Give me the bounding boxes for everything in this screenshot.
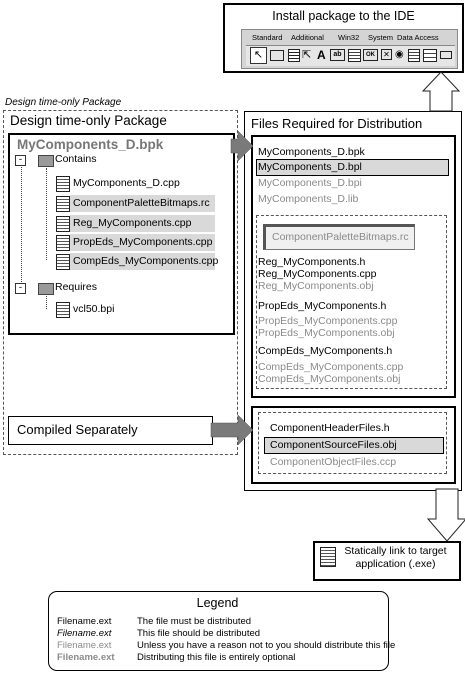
dist-file-optional[interactable]: CompEds_MyComponents.cpp <box>258 361 404 373</box>
dist-file-must[interactable]: MyComponents_D.bpk <box>258 146 365 158</box>
combobox-tool-icon[interactable] <box>423 49 437 62</box>
dist-file-must[interactable]: ComponentSourceFiles.obj <box>270 439 397 451</box>
dist-file-optional[interactable]: Reg_MyComponents.obj <box>258 280 374 292</box>
legend-desc-should: This file should be distributed <box>137 628 261 639</box>
scrollbar-tool-icon[interactable] <box>440 51 452 59</box>
popup-menu-tool-icon[interactable]: ⇱ <box>302 49 312 61</box>
package-tree-box <box>8 133 235 335</box>
file-icon <box>56 216 70 232</box>
legend-desc-optional: Distributing this file is entirely optio… <box>137 652 296 663</box>
static-link-box <box>313 541 461 581</box>
palette-tab-additional[interactable]: Additional <box>291 33 324 42</box>
package-name: MyComponents_D.bpk <box>17 137 164 152</box>
component-palette: Standard Additional Win32 System Data Ac… <box>241 29 458 69</box>
pointer-tool-icon[interactable]: ↖ <box>250 47 267 64</box>
edit-tool-icon[interactable]: ab <box>330 49 345 61</box>
listbox-tool-icon[interactable] <box>408 49 420 62</box>
palette-tab-win32[interactable]: Win32 <box>338 33 360 42</box>
file-icon <box>56 302 70 318</box>
design-package-title: Design time-only Package <box>10 113 167 128</box>
folder-icon <box>38 283 54 295</box>
file-icon <box>56 235 70 251</box>
static-link-line1: Statically link to target <box>344 545 447 557</box>
dist-file-highlight <box>256 159 449 176</box>
button-tool-icon[interactable]: OK <box>363 49 378 61</box>
arrow-distribution-to-exe <box>426 488 465 542</box>
dist-file-highlight <box>264 437 444 454</box>
legend-title: Legend <box>196 596 239 610</box>
package-file-item[interactable]: MyComponents_D.cpp <box>73 177 180 189</box>
ide-install-title: Install package to the IDE <box>272 9 415 23</box>
contains-label: Contains <box>55 153 97 165</box>
dist-file-optional[interactable]: ComponentObjectFiles.ccp <box>270 456 397 468</box>
dist-file-must[interactable]: MyComponents_D.bpl <box>258 161 362 173</box>
radio-tool-icon[interactable]: ◉ <box>395 49 404 60</box>
file-icon <box>56 196 70 212</box>
compiled-separately-label: Compiled Separately <box>17 422 138 437</box>
tree-line <box>46 168 47 260</box>
dist-file-optional[interactable]: CompEds_MyComponents.obj <box>258 373 401 385</box>
dist-source-group <box>256 215 447 389</box>
frame-tool-icon[interactable] <box>270 50 284 61</box>
checkbox-tool-icon[interactable]: ✕ <box>381 49 392 60</box>
legend-name-should: Filename.ext <box>57 628 112 639</box>
label-tool-icon[interactable]: A <box>317 48 326 62</box>
requires-label: Requires <box>55 281 98 293</box>
package-file-item[interactable]: Reg_MyComponents.cpp <box>70 215 215 232</box>
design-package-outer <box>3 110 238 455</box>
design-package-caption: Design time-only Package <box>5 97 122 108</box>
legend-desc-unless: Unless you have a reason not to you shou… <box>137 640 396 651</box>
collapse-requires-button[interactable]: - <box>15 283 26 294</box>
legend-box <box>48 591 389 671</box>
legend-desc-must: The file must be distributed <box>137 616 252 627</box>
arrow-distribution-to-ide <box>421 71 461 112</box>
arrow-package-to-distribution <box>230 130 254 162</box>
collapse-contains-button[interactable]: - <box>15 155 26 166</box>
dist-file-must[interactable]: PropEds_MyComponents.h <box>258 300 387 312</box>
tree-line <box>21 162 22 290</box>
legend-name-unless: Filename.ext <box>57 640 112 651</box>
file-icon <box>56 176 70 192</box>
exe-file-icon <box>320 547 336 567</box>
package-file-item[interactable]: PropEds_MyComponents.cpp <box>70 234 215 251</box>
dist-file-must[interactable]: ComponentHeaderFiles.h <box>270 422 390 434</box>
static-link-line2: application (.exe) <box>355 558 436 570</box>
palette-tab-system[interactable]: System <box>368 33 394 42</box>
dist-file-optional[interactable]: PropEds_MyComponents.obj <box>258 327 395 339</box>
dist-file-optional[interactable]: PropEds_MyComponents.cpp <box>258 315 398 327</box>
package-file-item[interactable]: ComponentPaletteBitmaps.rc <box>70 195 215 212</box>
dist-compiled-inner <box>258 412 447 474</box>
palette-tab-standard[interactable]: Standard <box>252 33 283 42</box>
dist-file-must[interactable]: Reg_MyComponents.h <box>258 256 366 268</box>
legend-name-optional: Filename.ext <box>57 652 115 663</box>
dist-file-must[interactable]: Reg_MyComponents.cpp <box>258 268 377 280</box>
distribution-outer-box <box>244 111 462 491</box>
legend-name-must: Filename.ext <box>57 616 112 627</box>
ide-install-box: Install package to the IDE Standard Addi… <box>223 3 464 73</box>
dist-rc-box <box>263 224 415 250</box>
package-file-item[interactable]: CompEds_MyComponents.cpp <box>70 253 218 270</box>
memo-tool-icon[interactable] <box>348 49 361 62</box>
arrow-compiled-to-distribution <box>210 414 254 446</box>
dist-file-optional[interactable]: ComponentPaletteBitmaps.rc <box>272 231 409 243</box>
palette-tab-data-access[interactable]: Data Access <box>397 33 439 42</box>
distribution-main-box <box>251 135 456 398</box>
dist-compiled-box <box>251 406 456 484</box>
folder-icon <box>38 155 54 167</box>
package-require-item[interactable]: vcl50.bpi <box>73 303 115 315</box>
file-icon <box>56 254 70 270</box>
tree-line <box>46 293 47 309</box>
dist-file-optional[interactable]: MyComponents_D.bpi <box>258 177 362 189</box>
menu-tool-icon[interactable] <box>288 49 300 62</box>
dist-file-must[interactable]: CompEds_MyComponents.h <box>258 345 393 357</box>
dist-file-optional[interactable]: MyComponents_D.lib <box>258 193 359 205</box>
distribution-title: Files Required for Distribution <box>251 116 423 131</box>
